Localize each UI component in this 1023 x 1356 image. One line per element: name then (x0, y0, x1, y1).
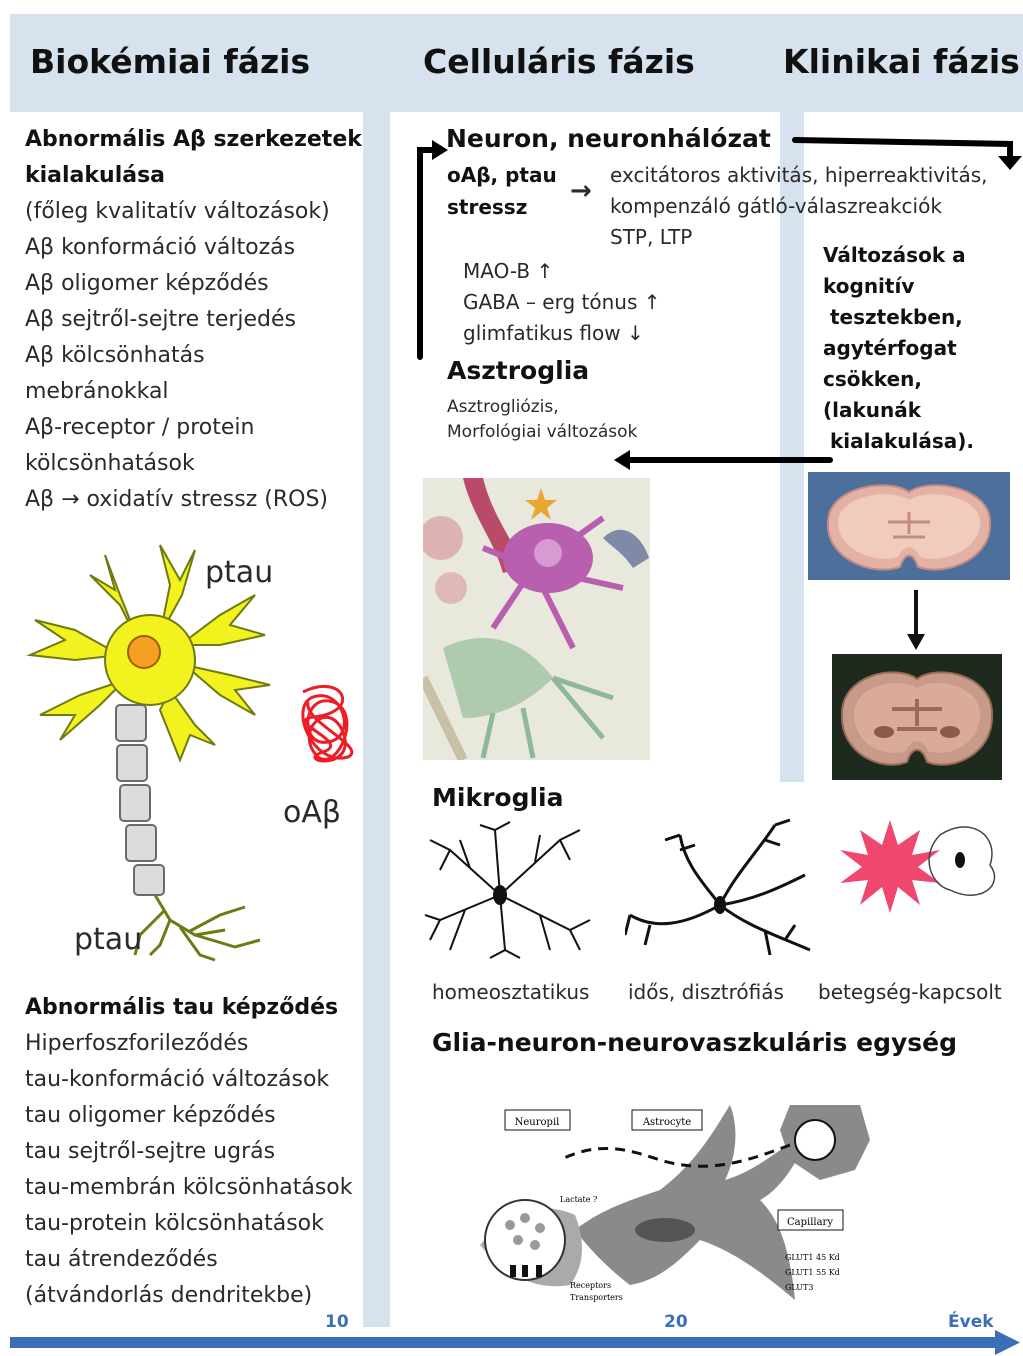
abeta-item: Aβ-receptor / protein (25, 410, 254, 446)
clinical-change-line: agytérfogat (823, 333, 957, 364)
abeta-title-line2: kialakulása (25, 158, 165, 194)
glut3-label: GLUT3 (785, 1283, 813, 1292)
oabeta-label: oAβ (283, 793, 341, 833)
microglia-title: Mikroglia (432, 780, 563, 816)
cellular-phase-title: Celluláris fázis (423, 42, 695, 81)
disease-associated-microglia-icon (840, 815, 1010, 915)
abeta-item: Aβ konformáció változás (25, 230, 295, 266)
neurovascular-unit-diagram: Neuropil Astrocyte Capillary Lactate ? R… (460, 1100, 880, 1310)
abeta-item: Aβ → oxidatív stressz (ROS) (25, 482, 328, 518)
neuropil-label: Neuropil (515, 1117, 560, 1128)
abeta-item: Aβ kölcsönhatás (25, 338, 205, 374)
astrocyte-label: Astrocyte (642, 1117, 691, 1128)
healthy-brain-image (808, 472, 1010, 580)
abeta-item: mebránokkal (25, 374, 169, 410)
down-arrow-icon (905, 590, 927, 650)
clinical-phase-title: Klinikai fázis (783, 42, 1020, 81)
glut1-45-label: GLUT1 45 Kd (785, 1253, 840, 1262)
timeline-arrow (0, 1330, 1023, 1356)
microglia-state-label: betegség-kapcsolt (818, 977, 1002, 1008)
tau-item: tau átrendeződés (25, 1242, 218, 1278)
astroglia-neuron-image (423, 478, 650, 760)
feedback-arrows (400, 120, 1023, 470)
abeta-item: kölcsönhatások (25, 446, 195, 482)
microglia-state-label: idős, disztrófiás (628, 977, 784, 1008)
ptau-label-bottom: ptau (74, 920, 142, 960)
glut1-55-label: GLUT1 55 Kd (785, 1268, 840, 1277)
tau-item: tau-protein kölcsönhatások (25, 1206, 324, 1242)
tau-item: tau sejtről-sejtre ugrás (25, 1134, 275, 1170)
tau-item: tau oligomer képződés (25, 1098, 276, 1134)
timeline-years-label: Évek (948, 1312, 994, 1332)
glia-neuron-unit-title: Glia-neuron-neurovaszkuláris egység (432, 1025, 957, 1061)
oligomer-scribble-icon (283, 672, 373, 782)
timeline-tick-10: 10 (325, 1312, 349, 1332)
biochemical-phase-title: Biokémiai fázis (30, 42, 310, 81)
atrophic-brain-image (832, 654, 1002, 780)
timeline-tick-20: 20 (664, 1312, 688, 1332)
receptors-label: Receptors (570, 1281, 611, 1290)
ptau-label-top: ptau (205, 553, 273, 593)
tau-title: Abnormális tau képződés (25, 990, 338, 1026)
transporters-label: Transporters (570, 1293, 623, 1302)
clinical-change-line: tesztekben, (823, 302, 963, 333)
tau-item: tau-membrán kölcsönhatások (25, 1170, 353, 1206)
clinical-change-line: csökken, (823, 364, 922, 395)
clinical-change-line: kognitív (823, 271, 914, 302)
tau-item: tau-konformáció változások (25, 1062, 329, 1098)
tau-item: (átvándorlás dendritekbe) (25, 1278, 312, 1314)
tau-item: Hiperfoszforileződés (25, 1026, 248, 1062)
clinical-change-line: (lakunák (823, 395, 921, 426)
dystrophic-microglia-icon (625, 815, 815, 965)
abeta-item: Aβ sejtről-sejtre terjedés (25, 302, 296, 338)
clinical-change-line: kialakulása). (823, 426, 974, 457)
microglia-state-label: homeosztatikus (432, 977, 589, 1008)
clinical-change-line: Változások a (823, 240, 966, 271)
abeta-title-line1: Abnormális Aβ szerkezetek (25, 122, 362, 158)
abeta-item: Aβ oligomer képződés (25, 266, 269, 302)
neuron-illustration (20, 535, 280, 965)
capillary-label: Capillary (787, 1217, 833, 1228)
homeostatic-microglia-icon (420, 820, 595, 960)
lactate-label: Lactate ? (560, 1195, 597, 1204)
abeta-item: (főleg kvalitatív változások) (25, 194, 330, 230)
